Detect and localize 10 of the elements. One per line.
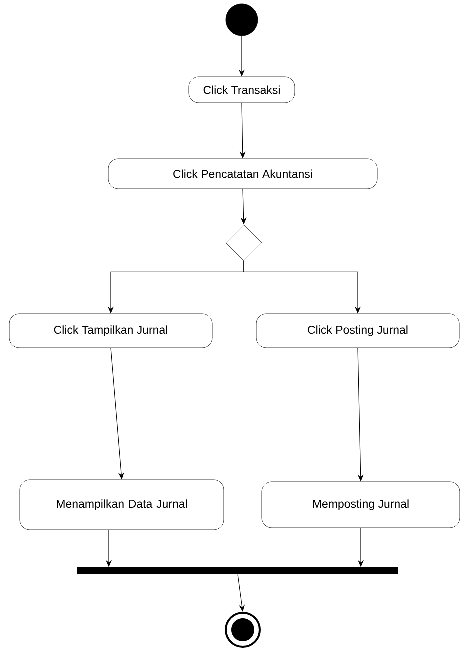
action-box: Click Tampilkan Jurnal [9, 314, 213, 348]
action-box: Memposting Jurnal [262, 482, 460, 528]
start-dot [226, 4, 258, 36]
action-box: Menampilkan Data Jurnal [20, 480, 224, 530]
action-box: Click Posting Jurnal [256, 314, 460, 348]
end-dot [225, 612, 261, 648]
action-box: Click Transaksi [188, 76, 296, 104]
decision-diamond [226, 224, 262, 262]
action-box: Click Pencatatan Akuntansi [108, 158, 378, 190]
arrow [238, 574, 246, 612]
